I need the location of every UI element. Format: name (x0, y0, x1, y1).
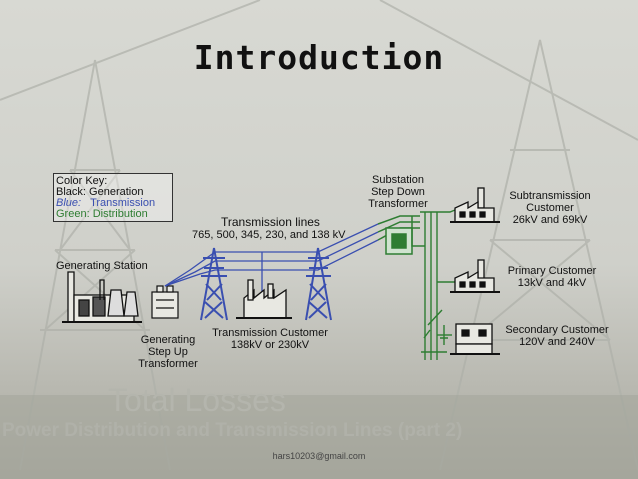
label-primary-customer: Primary Customer 13kV and 4kV (502, 265, 602, 289)
label-sec-line1: Secondary Customer (505, 324, 609, 336)
background-text-subtitle: Power Distribution and Transmission Line… (2, 420, 463, 441)
step-up-transformer-icon (151, 285, 179, 319)
generating-station-icon (62, 271, 142, 323)
transmission-customer-factory-icon (236, 279, 292, 319)
label-transmission-voltages: 765, 500, 345, 230, and 138 kV (192, 229, 346, 241)
label-tc-line2: 138kV or 230kV (230, 339, 310, 351)
label-subt-line3: 26kV and 69kV (512, 214, 588, 226)
label-gsu-line3: Transformer (138, 358, 198, 370)
secondary-customer-house-icon (450, 323, 500, 355)
slide-title: Introduction (193, 38, 445, 77)
distribution-lines (420, 209, 456, 360)
label-sub-line1: Substation (372, 174, 424, 186)
color-key-transmission-value: Transmission (90, 197, 156, 209)
background-text-total-losses: Total Losses (108, 382, 286, 418)
color-key-generation-label: Black: (56, 186, 86, 198)
label-prim-line2: 13kV and 4kV (517, 277, 587, 289)
transmission-tower-2-icon (305, 247, 332, 321)
label-transmission-customer: Transmission Customer 138kV or 230kV (205, 327, 335, 351)
footer-email: hars10203@gmail.com (272, 451, 366, 461)
label-subtransmission-customer: Subtransmission Customer 26kV and 69kV (500, 190, 600, 226)
label-substation: Substation Step Down Transformer (358, 174, 438, 210)
label-secondary-customer: Secondary Customer 120V and 240V (500, 324, 614, 348)
subtransmission-customer-factory-icon (450, 187, 500, 223)
color-key-generation: Black: Generation (54, 187, 172, 198)
primary-customer-factory-icon (450, 259, 500, 293)
color-key-transmission-label: Blue: (56, 197, 82, 209)
color-key-distribution-value: Distribution (92, 208, 148, 220)
transmission-lines (164, 223, 379, 300)
color-key-transmission: Blue: Transmission (54, 198, 172, 209)
label-sec-line2: 120V and 240V (519, 336, 595, 348)
substation-icon (377, 215, 425, 255)
label-tc-line1: Transmission Customer (212, 327, 328, 339)
transmission-tower-1-icon (200, 247, 228, 321)
label-subt-line1: Subtransmission (509, 190, 591, 202)
label-sub-line2: Step Down (371, 186, 425, 198)
label-gsu-line1: Generating (140, 334, 196, 346)
color-key-generation-value: Generation (89, 186, 144, 198)
color-key: Color Key: Black: Generation Blue: Trans… (53, 173, 173, 222)
label-subt-line2: Customer (526, 202, 574, 214)
color-key-distribution: Green: Distribution (54, 209, 172, 220)
label-generating-station: Generating Station (56, 260, 148, 272)
color-key-distribution-label: Green: (56, 208, 90, 220)
label-prim-line1: Primary Customer (507, 265, 597, 277)
label-generating-step-up-transformer: Generating Step Up Transformer (128, 334, 208, 370)
label-sub-line3: Transformer (368, 198, 428, 210)
label-transmission-lines: Transmission lines (221, 215, 320, 229)
label-gsu-line2: Step Up (148, 346, 188, 358)
color-key-heading: Color Key: (56, 175, 108, 187)
